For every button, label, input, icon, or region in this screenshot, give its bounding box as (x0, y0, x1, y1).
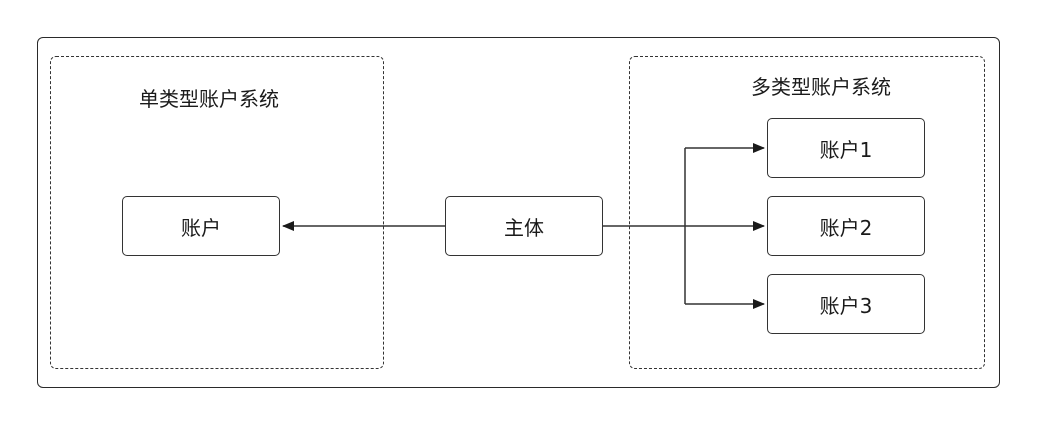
node-account-label: 账户 (181, 215, 221, 240)
diagram-frame (37, 37, 1000, 388)
node-account: 账户 (122, 196, 280, 256)
node-account-3-label: 账户3 (819, 293, 873, 318)
node-account-3: 账户3 (767, 274, 925, 334)
node-subject: 主体 (445, 196, 603, 256)
single-type-group-title: 单类型账户系统 (139, 87, 279, 111)
multi-type-account-system-group (629, 56, 985, 369)
node-account-1: 账户1 (767, 118, 925, 178)
node-subject-label: 主体 (504, 215, 544, 240)
node-account-2-label: 账户2 (819, 215, 873, 240)
multi-type-group-title: 多类型账户系统 (751, 75, 891, 99)
node-account-1-label: 账户1 (819, 137, 873, 162)
node-account-2: 账户2 (767, 196, 925, 256)
single-type-account-system-group (50, 56, 384, 369)
